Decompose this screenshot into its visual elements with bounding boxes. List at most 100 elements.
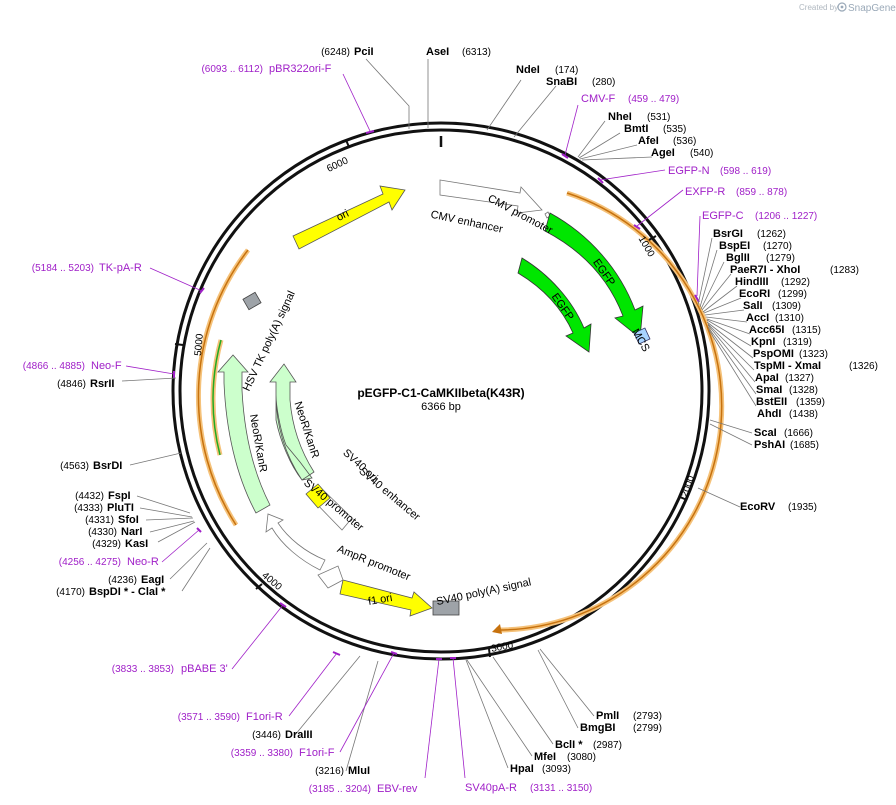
- feature-ori[interactable]: [292, 185, 406, 250]
- svg-text:EGFP-C: EGFP-C: [702, 210, 744, 222]
- primer-pbabe-3[interactable]: (3833 .. 3853)pBABE 3': [112, 663, 228, 675]
- site-ecorv[interactable]: EcoRV(1935): [740, 501, 817, 513]
- svg-text:PshAI: PshAI: [754, 439, 785, 451]
- primer-neo-f[interactable]: (4866 .. 4885)Neo-F: [23, 360, 122, 372]
- feature-egfp-inner[interactable]: [517, 257, 592, 353]
- site-hpai[interactable]: HpaI(3093): [510, 763, 571, 775]
- site-pluti[interactable]: (4333)PluTI: [74, 502, 134, 514]
- site-acci[interactable]: AccI(1310): [746, 312, 804, 324]
- site-bcli[interactable]: BclI *(2987): [555, 739, 622, 751]
- svg-text:BstEII: BstEII: [756, 396, 787, 408]
- site-kpni[interactable]: KpnI(1319): [751, 336, 812, 348]
- feature-egfp-outer[interactable]: [544, 212, 644, 339]
- site-fspi[interactable]: (4432)FspI: [75, 490, 131, 502]
- svg-text:(1270): (1270): [763, 241, 792, 252]
- feature-mcs[interactable]: [633, 327, 651, 345]
- primer-cmv-f[interactable]: CMV-F(459 .. 479): [581, 93, 679, 105]
- site-hindiii[interactable]: HindIII(1292): [735, 276, 810, 288]
- svg-text:(1315): (1315): [792, 325, 821, 336]
- svg-text:PspOMI: PspOMI: [753, 348, 794, 360]
- primer-pbr322ori-f[interactable]: (6093 .. 6112)pBR322ori-F: [201, 63, 331, 75]
- site-asei[interactable]: AseI(6313): [426, 46, 491, 58]
- site-ndei[interactable]: NdeI(174): [516, 64, 578, 76]
- site-bmti[interactable]: BmtI(535): [624, 123, 686, 135]
- site-acc65i[interactable]: Acc65I (1315): [749, 324, 821, 336]
- svg-text:CMV-F: CMV-F: [581, 93, 616, 105]
- site-mlui[interactable]: (3216)MluI: [315, 765, 370, 777]
- site-leaders: [121, 58, 757, 772]
- site-pshai[interactable]: PshAI(1685): [754, 439, 819, 451]
- site-afei[interactable]: AfeI (536): [638, 135, 696, 147]
- svg-text:BspDI * - ClaI *: BspDI * - ClaI *: [89, 586, 166, 598]
- site-agei[interactable]: AgeI(540): [651, 147, 713, 159]
- svg-text:(4866 .. 4885): (4866 .. 4885): [23, 361, 85, 372]
- primer-neo-r[interactable]: (4256 .. 4275)Neo-R: [59, 556, 159, 568]
- site-scai[interactable]: ScaI(1666): [754, 427, 813, 439]
- site-pmli[interactable]: PmlI(2793): [596, 710, 662, 722]
- feature-label-ampr-promoter: AmpR promoter: [335, 543, 412, 583]
- feature-cmv-enhancer[interactable]: [439, 179, 543, 214]
- primer-egfp-c[interactable]: EGFP-C(1206 .. 1227): [702, 210, 817, 222]
- svg-text:PluTI: PluTI: [107, 502, 134, 514]
- site-bspdi-clai[interactable]: (4170)BspDI * - ClaI *: [56, 586, 166, 598]
- svg-text:AgeI: AgeI: [651, 147, 675, 159]
- feature-f1-ori[interactable]: [339, 579, 433, 617]
- feature-sv40-polya[interactable]: [432, 600, 460, 616]
- site-apai[interactable]: ApaI(1327): [755, 372, 814, 384]
- svg-text:BclI *: BclI *: [555, 739, 583, 751]
- site-bsrgi[interactable]: BsrGI(1262): [713, 228, 786, 240]
- site-bmgbi[interactable]: BmgBI(2799): [580, 722, 662, 734]
- primer-ebv-rev[interactable]: (3185 .. 3204)EBV-rev: [309, 783, 418, 795]
- feature-ampr-promoter[interactable]: [317, 565, 344, 589]
- svg-text:F1ori-R: F1ori-R: [246, 711, 283, 723]
- feature-hsv-tk-polya[interactable]: [242, 291, 262, 311]
- svg-text:(1292): (1292): [781, 277, 810, 288]
- svg-text:SalI: SalI: [743, 300, 763, 312]
- svg-text:Acc65I: Acc65I: [749, 324, 784, 336]
- site-rsrii[interactable]: (4846)RsrII: [57, 378, 114, 390]
- feature-sv40-promoter[interactable]: [265, 513, 326, 571]
- primer-tk-pa-r[interactable]: (5184 .. 5203)TK-pA-R: [32, 262, 142, 274]
- site-nhei[interactable]: NheI(531): [608, 111, 670, 123]
- site-pcii[interactable]: (6248)PciI: [321, 46, 373, 58]
- svg-text:(4236): (4236): [108, 575, 137, 586]
- svg-text:(536): (536): [673, 136, 696, 147]
- site-bsteii[interactable]: BstEII(1359): [756, 396, 825, 408]
- orf-arc-right: [495, 192, 723, 631]
- site-mfei[interactable]: MfeI(3080): [534, 751, 596, 763]
- site-bsrdi[interactable]: (4563)BsrDI: [60, 460, 122, 472]
- primer-f1ori-r[interactable]: (3571 .. 3590)F1ori-R: [178, 711, 283, 723]
- site-sfoi[interactable]: (4331)SfoI: [85, 514, 139, 526]
- site-ecori[interactable]: EcoRI(1299): [739, 288, 807, 300]
- primer-egfp-n[interactable]: EGFP-N(598 .. 619): [668, 165, 771, 177]
- site-smai[interactable]: SmaI(1328): [756, 384, 818, 396]
- site-ahdi[interactable]: AhdI(1438): [757, 408, 818, 420]
- primer-sv40pa-r[interactable]: SV40pA-R(3131 .. 3150): [465, 782, 592, 794]
- feature-neor-outer[interactable]: [217, 354, 271, 514]
- site-snabi[interactable]: SnaBI(280): [546, 76, 615, 88]
- site-sali[interactable]: SalI(1309): [743, 300, 801, 312]
- plasmid-name: pEGFP-C1-CaMKIIbeta(K43R): [357, 386, 524, 400]
- svg-text:(1299): (1299): [778, 289, 807, 300]
- svg-text:(1283): (1283): [830, 265, 859, 276]
- svg-text:AfeI: AfeI: [638, 135, 659, 147]
- site-bglii[interactable]: BglII(1279): [726, 252, 795, 264]
- svg-text:(3216): (3216): [315, 766, 344, 777]
- site-tspmi-xmai[interactable]: TspMI - XmaI(1326): [754, 360, 878, 372]
- primer-f1ori-f[interactable]: (3359 .. 3380)F1ori-F: [231, 747, 335, 759]
- feature-sv40-ori[interactable]: [305, 483, 331, 509]
- site-paer7i-xhoi[interactable]: PaeR7I - XhoI(1283): [730, 264, 859, 276]
- site-kasi[interactable]: (4329)KasI: [92, 538, 148, 550]
- svg-text:PciI: PciI: [354, 46, 374, 58]
- svg-text:(5184 .. 5203): (5184 .. 5203): [32, 263, 94, 274]
- site-bspei[interactable]: BspEI(1270): [719, 240, 792, 252]
- primer-exfp-r[interactable]: EXFP-R(859 .. 878): [685, 186, 787, 198]
- site-draiii[interactable]: (3446)DraIII: [252, 729, 312, 741]
- feature-neor-inner[interactable]: [269, 363, 315, 481]
- site-nari[interactable]: (4330)NarI: [88, 526, 142, 538]
- site-pspomi[interactable]: PspOMI(1323): [753, 348, 828, 360]
- plasmid-size: 6366 bp: [421, 401, 461, 413]
- site-eagi[interactable]: (4236)EagI: [108, 574, 164, 586]
- svg-text:(1327): (1327): [785, 373, 814, 384]
